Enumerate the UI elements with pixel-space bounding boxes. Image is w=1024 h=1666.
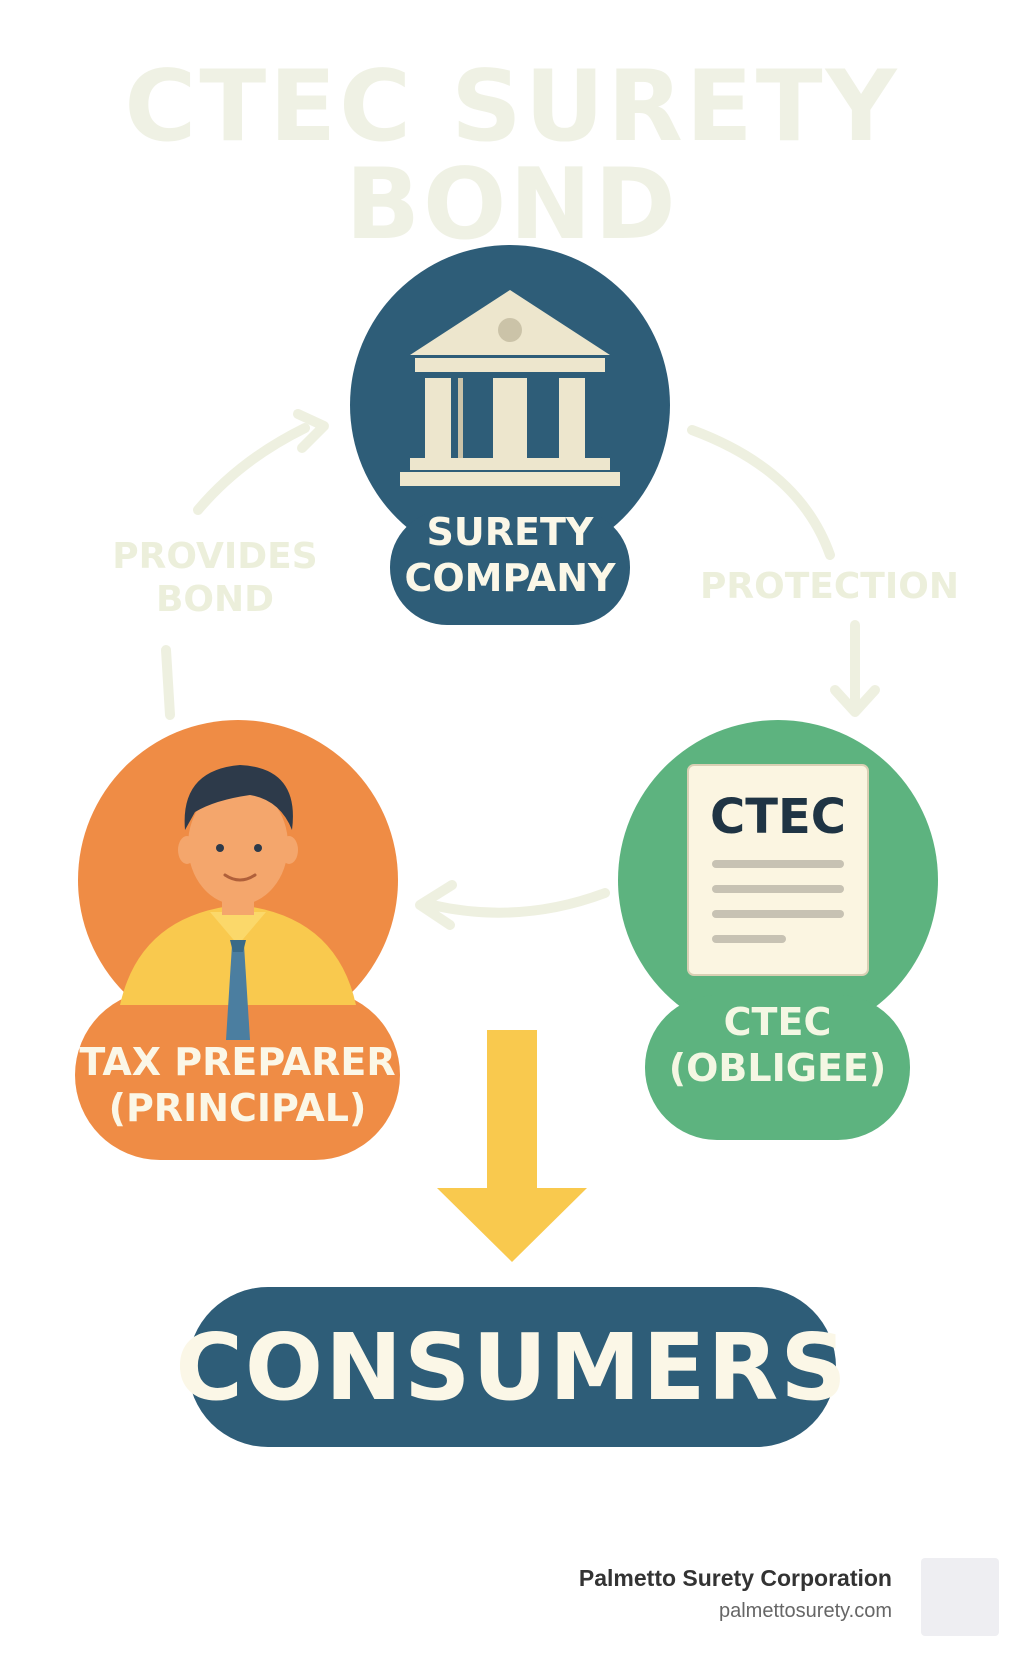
brand-url[interactable]: palmettosurety.com [718, 1600, 892, 1622]
brand-name: Palmetto Surety Corporation [578, 1565, 892, 1591]
surety-line1: SURETY [426, 510, 594, 554]
ctec-line1: CTEC [723, 1000, 832, 1044]
provides-line2: BOND [155, 579, 275, 621]
ctec-line2: (OBLIGEE) [668, 1045, 887, 1090]
arrow-ctec-to-preparer [427, 888, 610, 918]
preparer-line2: (PRINCIPAL) [108, 1085, 367, 1130]
arrow-provides-bond [193, 423, 310, 515]
surety-company-label: SURETY COMPANY [390, 510, 630, 601]
protection-label: PROTECTION [700, 566, 959, 607]
document-icon: CTEC [687, 764, 869, 976]
surety-line2: COMPANY [404, 555, 616, 600]
provides-bond-label: PROVIDES BOND [110, 535, 320, 621]
arrow-protection-top [687, 425, 835, 560]
ctec-obligee-node: CTEC [618, 720, 938, 1140]
person-avatar-icon [120, 765, 356, 1040]
surety-company-node [350, 245, 670, 625]
down-arrow [437, 1030, 587, 1262]
preparer-line1: TAX PREPARER [79, 1040, 396, 1084]
tax-preparer-node [75, 720, 400, 1160]
ctec-obligee-label: CTEC (OBLIGEE) [645, 1000, 910, 1091]
flow-arrows [161, 409, 880, 930]
provides-line1: PROVIDES [112, 536, 318, 577]
bank-building-icon [400, 290, 620, 486]
document-title: CTEC [710, 789, 846, 845]
arrow-segment-left [161, 645, 175, 720]
consumers-node: CONSUMERS [175, 1287, 847, 1447]
tax-preparer-label: TAX PREPARER (PRINCIPAL) [75, 1040, 400, 1131]
diagram-title: CTEC SURETY BOND [124, 50, 900, 262]
brand-logo [921, 1558, 999, 1636]
